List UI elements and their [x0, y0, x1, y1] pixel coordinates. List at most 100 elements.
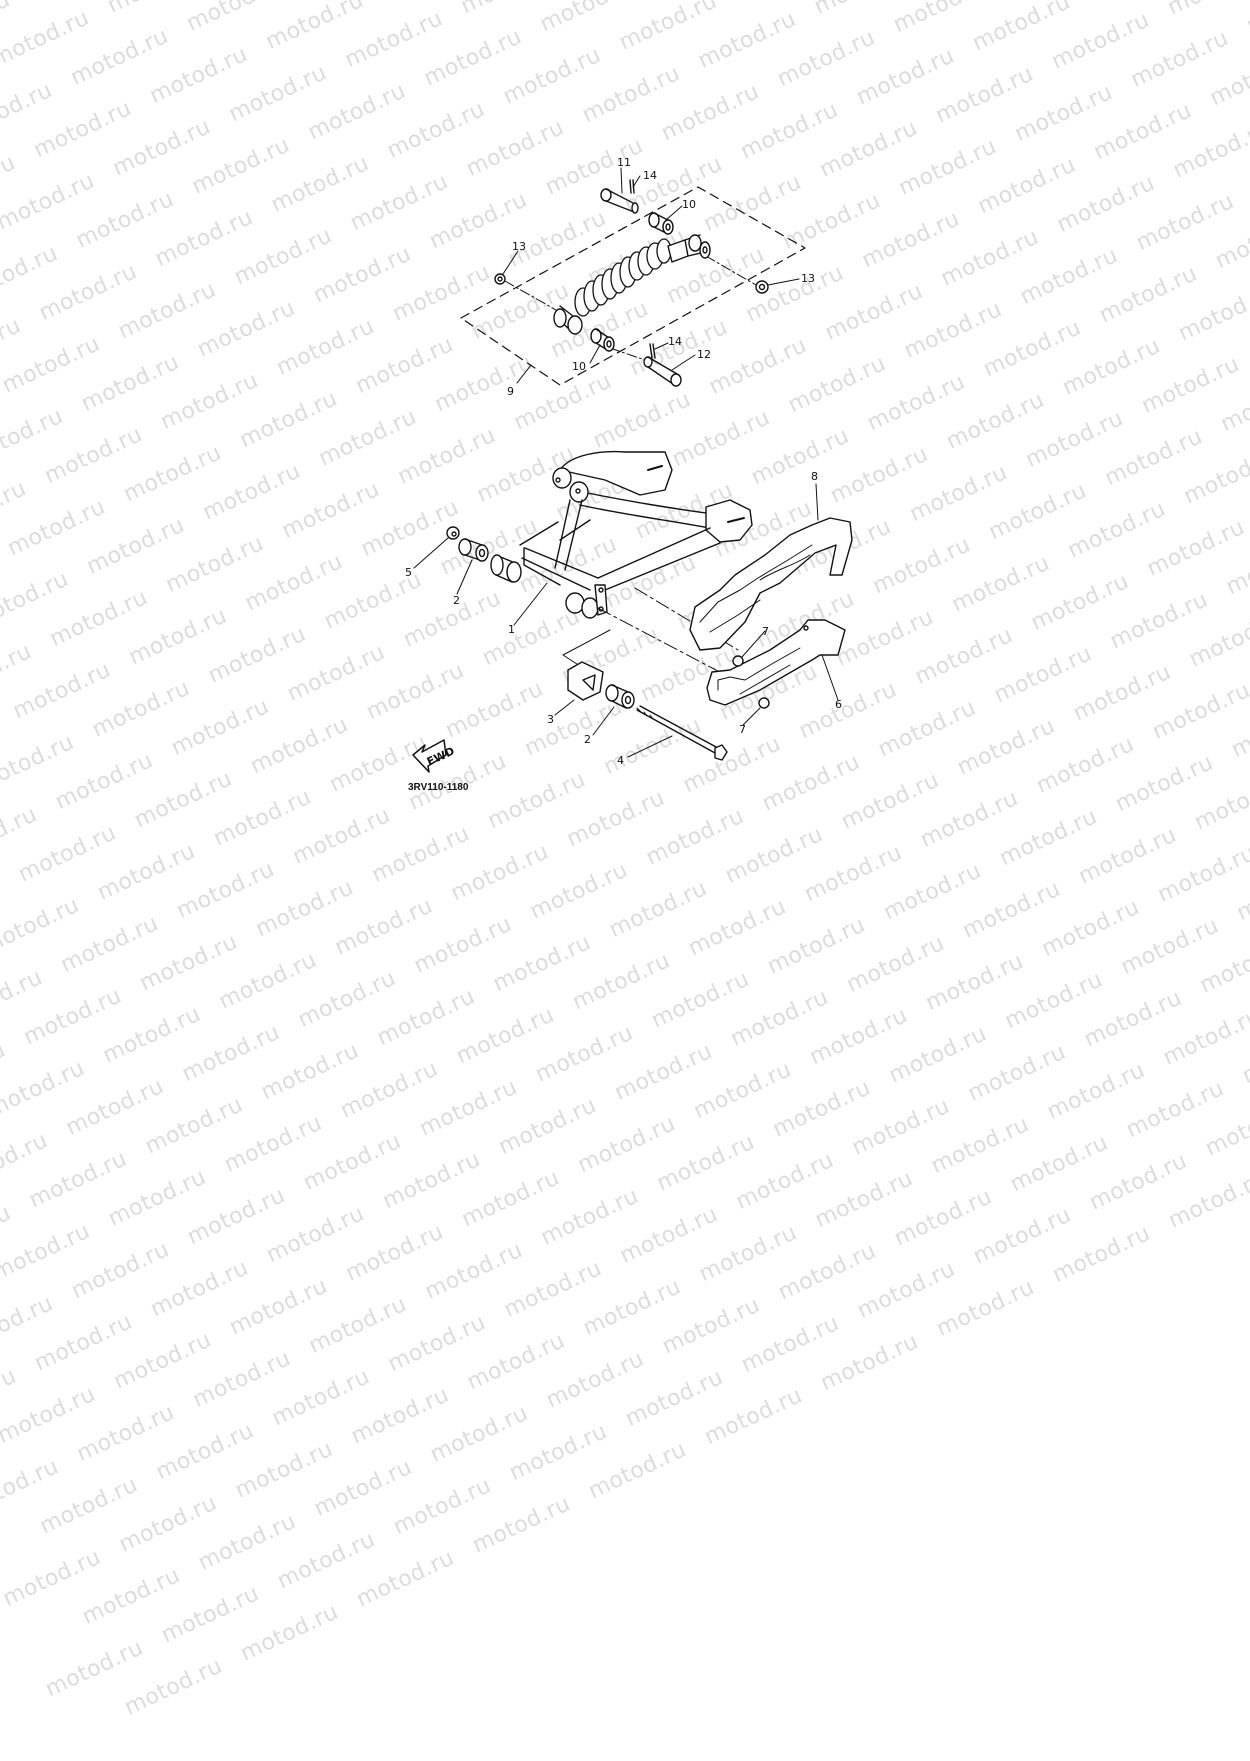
watermark-text: motod.ru	[890, 1184, 997, 1252]
watermark-text: motod.ru	[215, 947, 321, 1015]
watermark-text: motod.ru	[415, 1074, 522, 1142]
watermark-text: motod.ru	[573, 1111, 680, 1179]
forward-direction-arrow: FWD	[412, 739, 457, 773]
callout-3: 3	[547, 713, 554, 726]
callout-8: 8	[811, 470, 818, 483]
watermark-text: motod.ru	[231, 1436, 337, 1504]
watermark-text: motod.ru	[774, 1238, 881, 1306]
collar-upper	[648, 212, 674, 235]
watermark-text: motod.ru	[341, 1219, 448, 1287]
callout-4: 4	[617, 754, 624, 767]
watermark-text: motod.ru	[426, 1400, 533, 1468]
watermark-text: motod.ru	[146, 1255, 253, 1323]
watermark-text: motod.ru	[373, 984, 480, 1052]
diagram-code: 3RV110-1180	[408, 782, 469, 793]
shock-absorber	[553, 234, 711, 335]
watermark-text: motod.ru	[0, 1218, 95, 1286]
watermark-text: motod.ru	[0, 1363, 21, 1431]
watermark-text: motod.ru	[647, 966, 754, 1034]
watermark-text: motod.ru	[220, 1110, 327, 1178]
watermark-text: motod.ru	[964, 1039, 1070, 1107]
bolt-lower	[758, 697, 770, 709]
watermark-text: motod.ru	[737, 1310, 844, 1378]
watermark-text: motod.ru	[1201, 1094, 1250, 1162]
watermark-text: motod.ru	[537, 1183, 643, 1251]
watermark-text: motod.ru	[1238, 1022, 1250, 1090]
pin-lower	[643, 356, 682, 387]
callout-6: 6	[835, 698, 842, 711]
bushing-lower	[605, 684, 635, 709]
callout-13-right: 13	[801, 272, 815, 285]
watermark-text: motod.ru	[621, 1364, 728, 1432]
watermark-text: motod.ru	[109, 1327, 216, 1395]
watermark-text: motod.ru	[1085, 1148, 1192, 1216]
watermark-text: motod.ru	[0, 1544, 105, 1612]
callout-11: 11	[617, 156, 631, 169]
watermark-text: motod.ru	[1122, 1076, 1229, 1144]
watermark-text: motod.ru	[268, 1364, 374, 1432]
watermark-text: motod.ru	[104, 1164, 211, 1232]
watermark-text: motod.ru	[811, 1166, 918, 1234]
watermark-text: motod.ru	[294, 965, 400, 1033]
watermark-text: motod.ru	[579, 1274, 685, 1342]
watermark-row: motod.rumotod.rumotod.rumotod.rumotod.ru…	[58, 827, 1250, 1760]
watermark-text: motod.ru	[885, 1021, 991, 1089]
watermark-text: motod.ru	[695, 1220, 801, 1288]
watermark-text: motod.ru	[0, 965, 47, 1033]
watermark-text: motod.ru	[257, 1038, 364, 1106]
watermark-text: motod.ru	[816, 1329, 923, 1397]
watermark-text: motod.ru	[236, 1599, 343, 1667]
callout-2-lower: 2	[584, 733, 591, 746]
assembly-dashed-outline	[460, 186, 806, 386]
watermark-text: motod.ru	[1043, 1057, 1150, 1125]
watermark-text: motod.ru	[310, 1454, 417, 1522]
watermark-text: motod.ru	[19, 983, 126, 1051]
watermark-text: motod.ru	[189, 1345, 295, 1413]
watermark-text: motod.ru	[225, 1273, 332, 1341]
watermark-text: motod.ru	[347, 1382, 453, 1450]
watermark-text: motod.ru	[141, 1092, 248, 1160]
bushing-upper	[458, 538, 489, 562]
watermark-text: motod.ru	[505, 1418, 612, 1486]
watermark-text: motod.ru	[0, 1291, 58, 1359]
watermark-text: motod.ru	[67, 1236, 174, 1304]
watermark-text: motod.ru	[616, 1201, 722, 1269]
nut	[446, 526, 460, 540]
chain-guide	[706, 619, 846, 706]
bushing-triangular	[567, 661, 604, 701]
callout-2-upper: 2	[453, 594, 460, 607]
watermark-text: motod.ru	[805, 1003, 912, 1071]
watermark-text: motod.ru	[262, 1201, 369, 1269]
watermark-text: motod.ru	[73, 1399, 179, 1467]
watermark-text: motod.ru	[62, 1073, 168, 1141]
watermark-text: motod.ru	[1048, 1220, 1155, 1288]
watermark-text: motod.ru	[305, 1291, 411, 1359]
watermark-text: motod.ru	[336, 1056, 443, 1124]
callout-labels: 11 14 10 13 13 10 14 12 9 5 2 1 8 7 6 7 …	[405, 156, 842, 793]
pin-upper	[600, 188, 639, 214]
watermark-text: motod.ru	[0, 1454, 63, 1522]
callout-13-left: 13	[512, 240, 526, 253]
watermark-text: motod.ru	[848, 1093, 954, 1161]
watermark-text: motod.ru	[157, 1581, 264, 1649]
watermark-text: motod.ru	[152, 1418, 258, 1486]
callout-10-upper: 10	[682, 198, 696, 211]
watermark-text: motod.ru	[921, 948, 1028, 1016]
watermark-text: motod.ru	[273, 1527, 380, 1595]
chain-case	[689, 517, 853, 651]
watermark-text: motod.ru	[653, 1129, 759, 1197]
watermark-text: motod.ru	[384, 1310, 490, 1378]
watermark-text: motod.ru	[0, 1252, 5, 1351]
watermark-text: motod.ru	[457, 1165, 564, 1233]
watermark-text: motod.ru	[568, 948, 675, 1016]
watermark-text: motod.ru	[1159, 1003, 1250, 1071]
watermark-text: motod.ru	[352, 1545, 459, 1613]
watermark-text: motod.ru	[194, 1508, 301, 1576]
watermark-text: motod.ru	[389, 1473, 496, 1541]
callout-7-upper: 7	[762, 625, 769, 638]
watermark-text: motod.ru	[969, 1202, 1076, 1270]
callout-12: 12	[697, 348, 711, 361]
callout-7-lower: 7	[739, 723, 746, 736]
watermark-text: motod.ru	[1006, 1130, 1113, 1198]
watermark-text: motod.ru	[500, 1255, 606, 1323]
